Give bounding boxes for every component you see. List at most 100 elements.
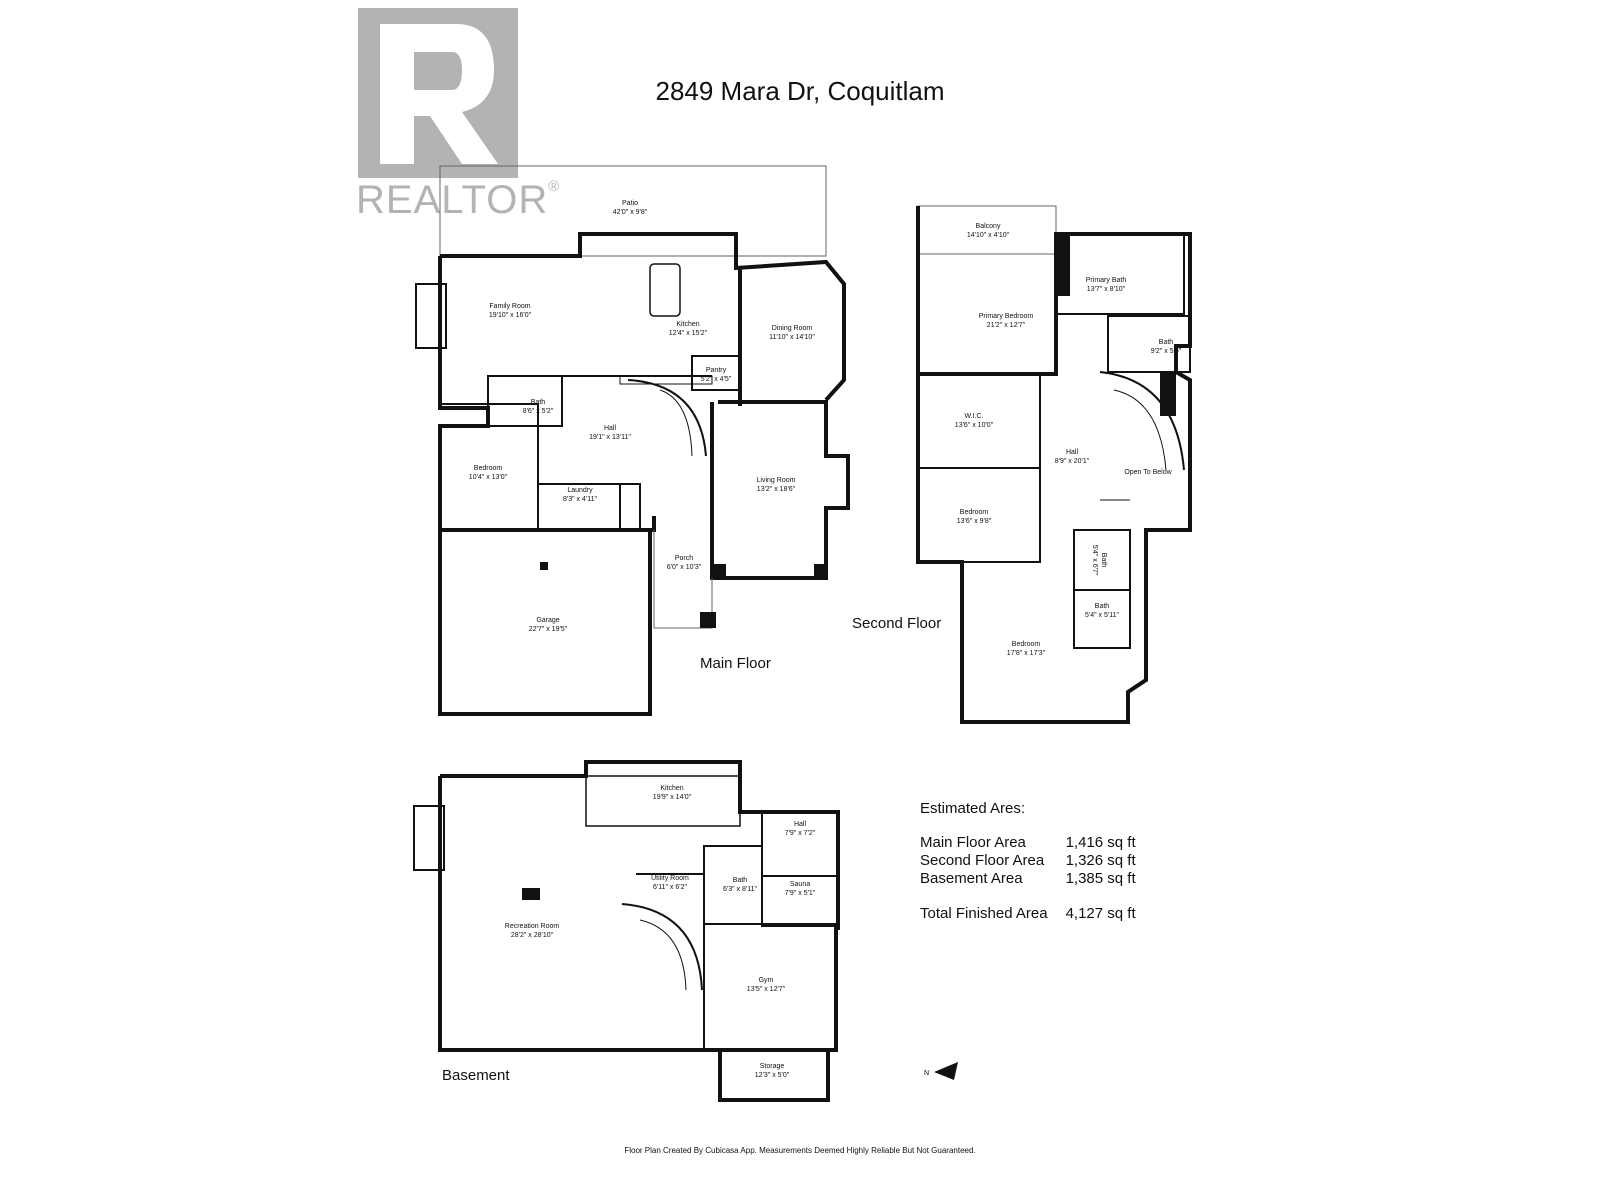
realtor-wordmark: REALTOR® — [356, 178, 560, 223]
fireplace-main — [415, 283, 447, 349]
room-name: Living Room — [757, 477, 796, 484]
room-dim: 6'11" x 6'2" — [653, 884, 687, 891]
area-row: Second Floor Area 1,326 sq ft — [920, 852, 1136, 870]
room-dim: 8'6" x 5'2" — [523, 408, 554, 415]
wall-block — [1160, 372, 1176, 416]
area-value: 1,385 sq ft — [1065, 870, 1136, 887]
room-name: Bath — [1159, 339, 1174, 346]
room-name: Balcony — [976, 223, 1001, 230]
room-name: Kitchen — [676, 321, 699, 328]
room-name: Primary Bedroom — [979, 313, 1034, 320]
room-name: Primary Bath — [1086, 277, 1127, 284]
r-letter-icon — [380, 24, 498, 164]
realtor-text: REALTOR — [356, 178, 549, 222]
room-name: Recreation Room — [505, 923, 560, 930]
room-name: Bath — [1095, 603, 1110, 610]
room-dim: 11'10" x 14'10" — [769, 334, 815, 341]
room-dim: 8'3" x 4'11" — [563, 496, 597, 503]
room-name: Porch — [675, 555, 693, 562]
room-dim: 6'0" x 10'3" — [667, 564, 702, 571]
area-total-value: 4,127 sq ft — [1065, 905, 1136, 922]
areas-table: Main Floor Area 1,416 sq ft Second Floor… — [920, 834, 1136, 923]
room-dim: 19'10" x 16'0" — [489, 312, 532, 319]
room-name: Patio — [622, 200, 638, 207]
column — [814, 564, 828, 578]
compass-arrow-icon: N — [924, 1062, 958, 1080]
footer-disclaimer: Floor Plan Created By Cubicasa App. Meas… — [624, 1146, 976, 1155]
basement-kitchen-counter — [585, 775, 741, 827]
room-dim: 19'1" x 13'11" — [589, 434, 631, 441]
room-name: Hall — [604, 425, 617, 432]
patio-outline — [439, 165, 827, 257]
room-dim: 22'7" x 19'5" — [529, 626, 568, 633]
registered-mark: ® — [548, 178, 561, 195]
living-room-wall — [710, 400, 850, 580]
rotated-bath-label: Bath 5'4" x 6'7" — [1091, 545, 1107, 576]
room-name: Bedroom — [474, 465, 503, 472]
room-name: Kitchen — [660, 785, 683, 792]
room-dim: 14'10" x 4'10" — [967, 232, 1010, 239]
fireplace-basement — [413, 805, 445, 871]
room-dim: 10'4" x 13'0" — [469, 474, 508, 481]
room-name: Hall — [794, 821, 807, 828]
room-dim: 12'3" x 5'0" — [755, 1072, 790, 1079]
basement-label: Basement — [442, 1067, 510, 1084]
walls — [413, 165, 1192, 1102]
basement-outer-wall — [438, 760, 840, 1102]
room-dim: 13'2" x 18'6" — [757, 486, 796, 493]
stair-rail — [619, 375, 713, 385]
bedroom-2a-wall — [917, 468, 1041, 563]
room-name: Pantry — [706, 367, 727, 374]
area-label: Basement Area — [920, 870, 1023, 887]
porch-wall — [653, 530, 713, 629]
second-staircase-inner — [1113, 389, 1167, 471]
realtor-r-mark — [358, 8, 518, 178]
room-name: Hall — [1066, 449, 1079, 456]
main-floor-label: Main Floor — [700, 655, 771, 672]
room-dim: 12'4" x 15'2" — [669, 330, 708, 337]
room-name: Bath — [1100, 553, 1107, 568]
room-dim: 13'6" x 10'0" — [955, 422, 994, 429]
main-floor-north-wall — [440, 232, 846, 402]
room-name: Laundry — [567, 487, 593, 494]
floor-labels: Main Floor Second Floor Basement — [442, 615, 941, 1084]
room-dim: 13'7" x 8'10" — [1087, 286, 1126, 293]
wic-wall — [918, 374, 1041, 469]
area-row: Basement Area 1,385 sq ft — [920, 870, 1136, 888]
main-staircase-inner — [659, 389, 693, 457]
second-floor-label: Second Floor — [852, 615, 941, 632]
basement-staircase-inner — [639, 919, 687, 991]
room-labels: Patio 42'0" x 9'8" Family Room 19'10" x … — [469, 200, 1182, 1079]
room-name: Bath — [733, 877, 748, 884]
room-dim: 9'2" x 5'9" — [1151, 348, 1182, 355]
room-name: Storage — [760, 1063, 785, 1070]
room-dim: 8'9" x 20'1" — [1055, 458, 1090, 465]
north-compass: N — [924, 1058, 964, 1082]
room-dim: 21'2" x 12'7" — [987, 322, 1026, 329]
room-dim: 13'6" x 9'8" — [957, 518, 992, 525]
bedroom-hall-wall — [440, 403, 641, 530]
area-label: Main Floor Area — [920, 834, 1026, 851]
page-title: 2849 Mara Dr, Coquitlam — [655, 76, 945, 106]
balcony-outline — [917, 205, 1057, 255]
realtor-logo: REALTOR® — [356, 8, 559, 222]
areas-heading: Estimated Ares: — [920, 800, 1026, 817]
area-total-label: Total Finished Area — [920, 905, 1048, 922]
main-bath-wall — [487, 375, 563, 427]
area-row: Main Floor Area 1,416 sq ft — [920, 834, 1136, 852]
room-dim: 19'9" x 14'0" — [653, 794, 692, 801]
room-name: Bath — [531, 399, 546, 406]
room-name: Gym — [759, 977, 774, 984]
room-dim: 5'2" x 4'5" — [701, 376, 732, 383]
columns — [522, 236, 1176, 900]
column — [700, 612, 716, 628]
room-dim: 13'5" x 12'7" — [747, 986, 786, 993]
room-dim: 42'0" x 9'8" — [613, 209, 648, 216]
column — [522, 888, 540, 900]
room-dim: 5'4" x 5'11" — [1085, 612, 1119, 619]
room-name: Garage — [536, 617, 559, 624]
bath-2a-wall — [1107, 315, 1191, 373]
room-dim: 7'9" x 7'2" — [785, 830, 816, 837]
area-value: 1,416 sq ft — [1065, 834, 1136, 851]
